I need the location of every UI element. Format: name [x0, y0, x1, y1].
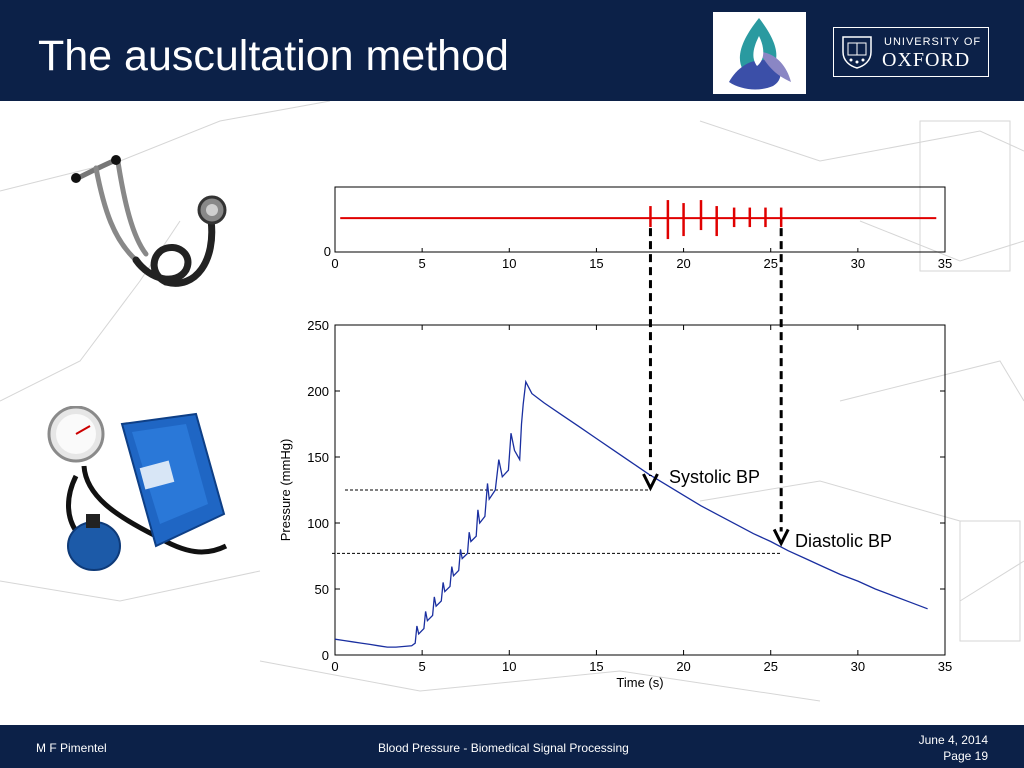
x-tick-label: 30 [851, 659, 865, 674]
y-axis-label: Pressure (mmHg) [278, 439, 293, 542]
stethoscope-icon [71, 155, 227, 287]
systolic-label: Systolic BP [669, 467, 760, 487]
footer-page: Page 19 [943, 749, 988, 763]
y-tick-label: 250 [307, 318, 329, 333]
korotkoff-x-tick-label: 20 [676, 256, 690, 271]
slide-footer: M F Pimentel Blood Pressure - Biomedical… [0, 725, 1024, 768]
korotkoff-plot-frame [334, 186, 946, 253]
korotkoff-x-tick-label: 35 [938, 256, 952, 271]
background-sketch [0, 101, 1024, 702]
y-tick-label: 50 [315, 582, 329, 597]
korotkoff-x-tick-label: 30 [851, 256, 865, 271]
y-tick-label: 150 [307, 450, 329, 465]
diastolic-label: Diastolic BP [795, 531, 892, 551]
x-tick-label: 25 [763, 659, 777, 674]
pressure-plot-frame [334, 324, 946, 656]
korotkoff-x-tick-label: 25 [763, 256, 777, 271]
pressure-series-line [334, 379, 928, 648]
korotkoff-chart: 0 5 10 15 20 25 30 35 0 [324, 186, 952, 271]
slide-header: The auscultation method UNIVERSITY OF OX… [0, 0, 1024, 101]
slide-title: The auscultation method [38, 32, 509, 80]
oxford-logo: UNIVERSITY OF OXFORD [833, 27, 989, 77]
y-tick-label: 200 [307, 384, 329, 399]
y-tick-label: 100 [307, 516, 329, 531]
footer-date: June 4, 2014 [918, 733, 988, 747]
x-tick-label: 20 [676, 659, 690, 674]
university-of-label: UNIVERSITY OF [884, 36, 982, 48]
oxford-label: OXFORD [882, 49, 971, 71]
korotkoff-x-tick-label: 10 [502, 256, 516, 271]
y-tick-label: 0 [322, 648, 329, 663]
footer-date-page: June 4, 2014 Page 19 [919, 732, 988, 764]
korotkoff-x-tick-label: 0 [331, 256, 338, 271]
korotkoff-y-tick-label: 0 [324, 244, 331, 259]
x-tick-label: 15 [589, 659, 603, 674]
footer-course: Blood Pressure - Biomedical Signal Proce… [378, 741, 629, 755]
korotkoff-x-tick-label: 5 [419, 256, 426, 271]
pressure-chart: 0 5 10 15 20 25 30 35 0 50 100 150 200 250 Time (s) P… [278, 318, 952, 690]
x-tick-label: 10 [502, 659, 516, 674]
x-axis-label: Time (s) [616, 675, 663, 690]
footer-author: M F Pimentel [36, 741, 107, 755]
x-tick-label: 35 [938, 659, 952, 674]
x-tick-label: 5 [419, 659, 426, 674]
korotkoff-x-tick-label: 15 [589, 256, 603, 271]
triquetra-logo-icon [713, 12, 806, 94]
x-tick-label: 0 [331, 659, 338, 674]
oxford-crest-icon [840, 34, 874, 70]
sphygmomanometer-icon [47, 406, 228, 571]
